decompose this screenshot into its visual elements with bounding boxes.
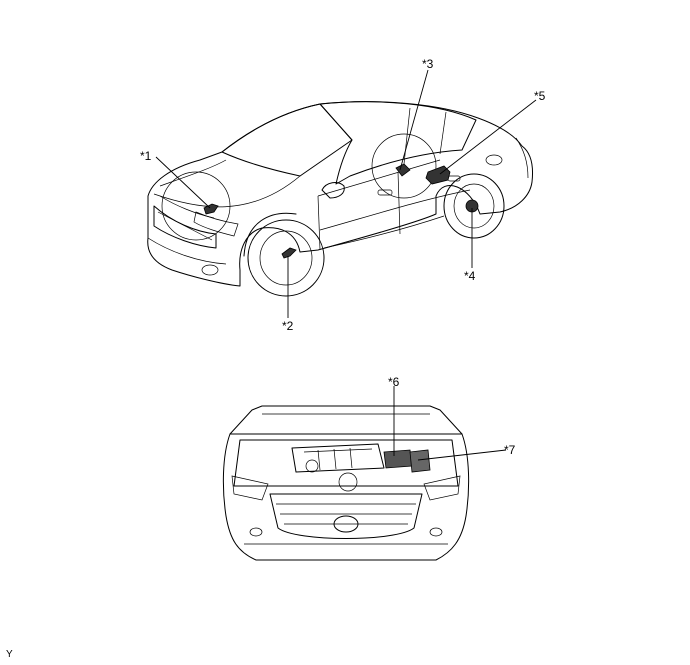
- headlamp: [193, 211, 239, 237]
- leader-7: [417, 449, 507, 461]
- windshield: [221, 103, 353, 177]
- engine-cover: [291, 443, 385, 473]
- callout-label-4: *4: [464, 269, 476, 283]
- callout-label-1: *1: [140, 149, 152, 163]
- callout-label-7: *7: [504, 443, 516, 457]
- side-mirror: [321, 182, 345, 199]
- left-headlamp: [231, 475, 269, 501]
- engine-bay: [233, 439, 459, 487]
- callout-label-5: *5: [534, 89, 546, 103]
- open-hood: [229, 405, 463, 435]
- car-front-view: [222, 405, 470, 561]
- part-6: [383, 449, 413, 469]
- car-side-view: [147, 101, 533, 297]
- part-1: [203, 203, 219, 215]
- rear-wheel: [443, 173, 505, 239]
- focus-circle-1: [161, 171, 231, 241]
- right-headlamp: [423, 475, 461, 501]
- focus-circle-3: [371, 133, 437, 199]
- part-2: [281, 247, 297, 259]
- callout-label-2: *2: [282, 319, 294, 333]
- front-wheel: [247, 219, 325, 297]
- front-emblem: [333, 515, 359, 533]
- leader-lines-side: [155, 69, 537, 318]
- leader-3: [399, 69, 429, 171]
- leader-lines-front: [393, 386, 507, 461]
- focus-circles: [161, 133, 437, 241]
- callout-label-3: *3: [422, 57, 434, 71]
- part-7: [409, 449, 431, 473]
- callout-label-6: *6: [388, 375, 400, 389]
- corner-mark: Y: [6, 649, 13, 660]
- front-body-outline: [222, 433, 470, 561]
- front-grille-lower: [269, 493, 423, 539]
- car-body-outline: [147, 101, 533, 287]
- leader-1: [155, 156, 211, 209]
- leader-5: [439, 99, 537, 175]
- side-windows: [319, 101, 477, 185]
- fog-lamp: [201, 264, 219, 276]
- front-door-line: [317, 195, 321, 251]
- rear-door-line: [397, 171, 401, 235]
